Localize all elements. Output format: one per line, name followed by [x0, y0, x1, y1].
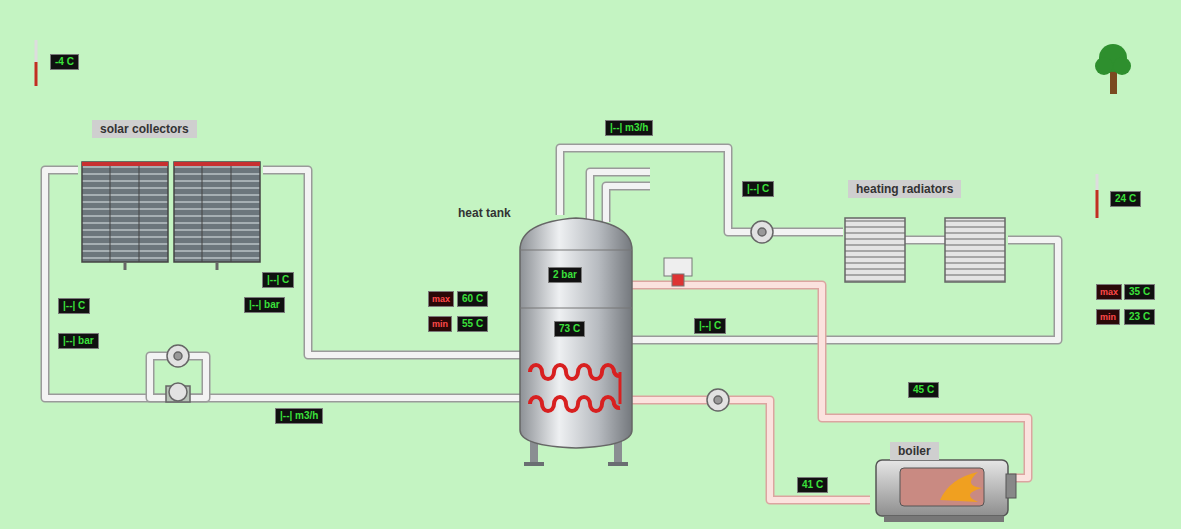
- value-display: 45 C: [908, 382, 939, 398]
- boiler: boiler: [870, 440, 1010, 520]
- value-display: 60 C: [457, 291, 488, 307]
- pipe-stroke: [560, 148, 843, 232]
- component-heading: solar collectors: [92, 120, 197, 138]
- heating-radiators: heating radiators: [843, 178, 1008, 284]
- pipe-stroke: [560, 148, 843, 232]
- solar-panel: [82, 162, 260, 270]
- value-display: 55 C: [457, 316, 488, 332]
- value-display: |--| m3/h: [605, 120, 653, 136]
- pipe: [632, 285, 1028, 478]
- value-display: -4 C: [50, 54, 79, 70]
- value-display: 41 C: [797, 477, 828, 493]
- value-display: 23 C: [1124, 309, 1155, 325]
- pipe-stroke: [263, 170, 520, 355]
- component-heading: boiler: [890, 442, 939, 460]
- value-display: |--| C: [694, 318, 726, 334]
- radiator-link: [903, 240, 947, 241]
- component-heading: heat tank: [456, 205, 513, 221]
- pipe-stroke: [263, 170, 520, 355]
- pressure-display: 2 bar: [548, 267, 582, 283]
- solar-collectors: solar collectors: [78, 118, 263, 264]
- value-display: |--| bar: [58, 333, 99, 349]
- heat-tank: heat tank2 bar73 C: [520, 215, 632, 450]
- tank-outlet: [590, 172, 650, 222]
- pipe-stroke: [632, 285, 1028, 478]
- pipe-stroke: [632, 400, 870, 500]
- limit-tag: max: [428, 291, 454, 307]
- value-display: |--| m3/h: [275, 408, 323, 424]
- limit-tag: max: [1096, 284, 1122, 300]
- thermometer: [36, 40, 1097, 218]
- boiler-body: [876, 460, 1016, 522]
- value-display: |--| C: [742, 181, 774, 197]
- pipe-stroke: [632, 400, 870, 500]
- valve: [664, 258, 692, 286]
- temperature-display: 73 C: [554, 321, 585, 337]
- tree: [1095, 44, 1131, 94]
- value-display: 24 C: [1110, 191, 1141, 207]
- pump: [166, 221, 773, 411]
- value-display: 35 C: [1124, 284, 1155, 300]
- component-heading: heating radiators: [848, 180, 961, 198]
- pipe-stroke: [632, 285, 1028, 478]
- pipe: [263, 170, 520, 355]
- radiator: [845, 218, 1005, 282]
- value-display: |--| C: [262, 272, 294, 288]
- value-display: |--| bar: [244, 297, 285, 313]
- value-display: |--| C: [58, 298, 90, 314]
- limit-tag: min: [428, 316, 452, 332]
- tank-body: [520, 218, 632, 466]
- pipe: [560, 148, 843, 232]
- limit-tag: min: [1096, 309, 1120, 325]
- pipe: [632, 400, 870, 500]
